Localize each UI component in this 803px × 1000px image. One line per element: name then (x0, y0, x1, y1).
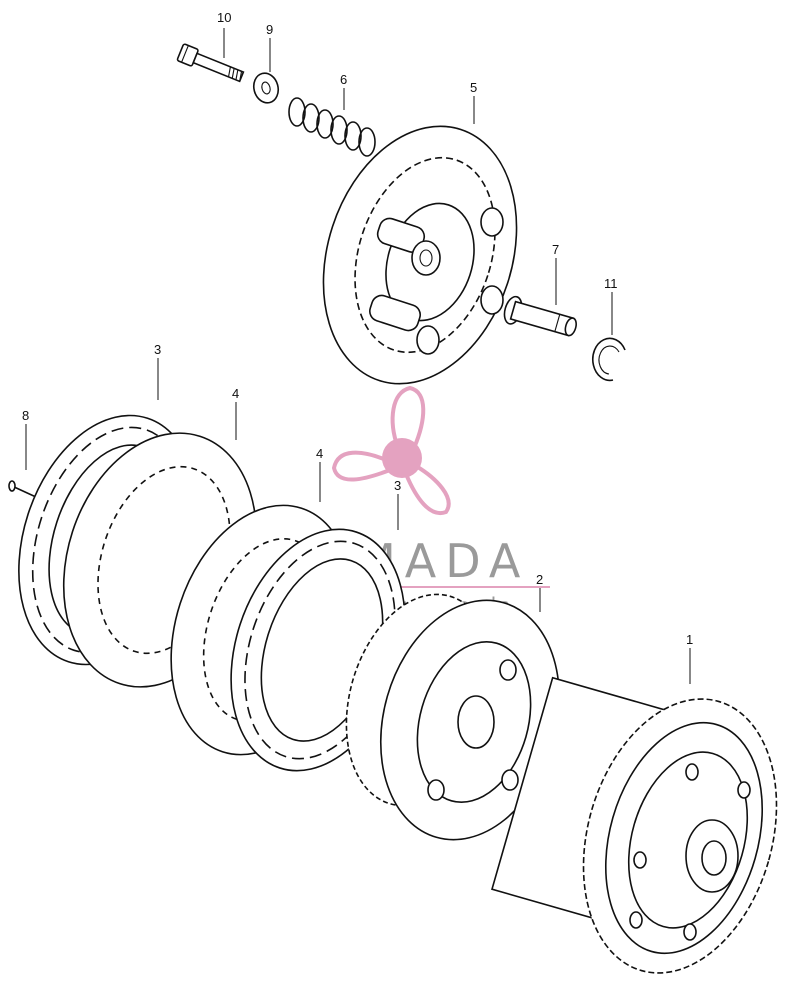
label-part-5: 5 (470, 80, 477, 95)
label-part-1: 1 (686, 632, 693, 647)
leader-lines (25, 28, 691, 684)
part-1-clutch-outer (491, 676, 778, 974)
part-10-bolt (176, 43, 245, 83)
label-part-4-center: 4 (316, 446, 323, 461)
part-11-circlip (591, 337, 626, 382)
label-part-6: 6 (340, 72, 347, 87)
label-part-7: 7 (552, 242, 559, 257)
label-part-11: 11 (604, 276, 618, 291)
part-7-lifter-rod (503, 295, 577, 337)
part-number-labels: 10 9 6 5 7 11 3 4 8 4 3 2 1 (22, 10, 693, 647)
label-part-10: 10 (217, 10, 231, 25)
part-2-clutch-center (345, 593, 561, 841)
part-5-pressure-plate (322, 125, 518, 385)
part-9-washer (252, 72, 280, 104)
propeller-logo-icon (331, 385, 451, 516)
label-part-8: 8 (22, 408, 29, 423)
part-6-spring (288, 97, 376, 157)
label-part-2: 2 (536, 572, 543, 587)
label-part-4-left: 4 (232, 386, 239, 401)
label-part-3-center: 3 (394, 478, 401, 493)
label-part-3-left: 3 (154, 342, 161, 357)
label-part-9: 9 (266, 22, 273, 37)
